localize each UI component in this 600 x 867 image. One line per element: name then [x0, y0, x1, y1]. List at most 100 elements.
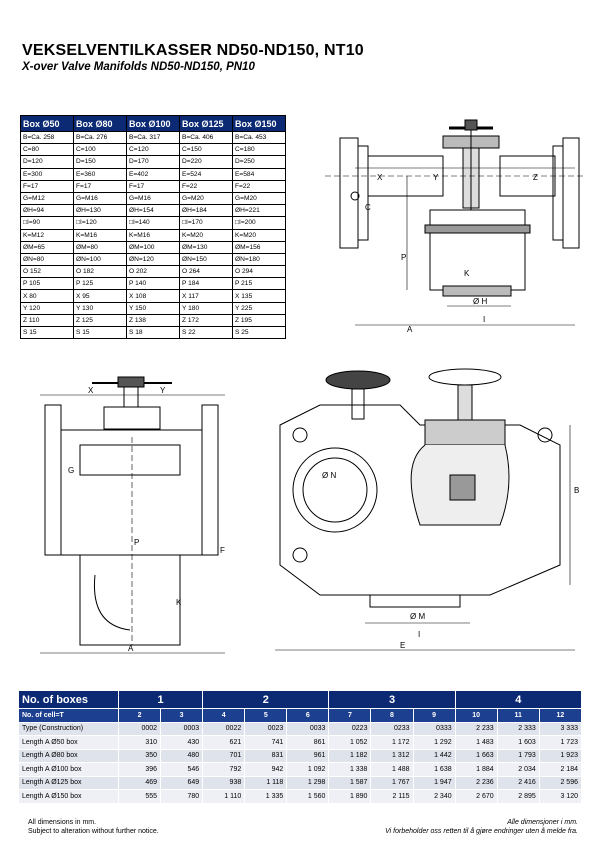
dimension-cell: E=402	[126, 167, 180, 181]
dimension-cell: F=22	[232, 179, 286, 193]
front-view-drawing: X Y G P F K A	[40, 376, 225, 654]
cell-count: 3	[160, 708, 204, 723]
cell-count: 8	[370, 708, 414, 723]
row-value: 2 034	[496, 762, 540, 777]
page-title: VEKSELVENTILKASSER ND50-ND150, NT10	[22, 42, 364, 59]
dimension-cell: Z 110	[20, 313, 74, 328]
dimension-cell: B=Ca. 276	[73, 130, 127, 145]
dimension-cell: ØH=184	[179, 204, 233, 218]
header-box-50: Box Ø50	[20, 115, 74, 132]
dimension-cell: Z 172	[179, 313, 233, 328]
row-value: 1 890	[328, 789, 372, 804]
label-i-section: I	[418, 630, 420, 639]
dimension-cell: D=250	[232, 155, 286, 169]
row-value: 0333	[412, 721, 456, 736]
dimension-cell: O 152	[20, 265, 74, 279]
dimension-cell: S 15	[20, 325, 74, 340]
dimension-cell: ØN=80	[20, 252, 74, 267]
row-value: 1 663	[454, 748, 498, 763]
row-value: 310	[117, 735, 162, 750]
cross-section-drawing: Ø N B Ø M I E	[275, 368, 579, 651]
dimension-cell: P 105	[20, 277, 74, 291]
label-c: C	[365, 203, 371, 212]
row-value: 546	[160, 762, 204, 777]
dimension-cell: ØN=150	[179, 252, 233, 267]
row-value: 350	[117, 748, 162, 763]
dimension-cell: Z 138	[126, 313, 180, 328]
row-value: 1 923	[538, 748, 583, 763]
no-of-boxes-label: No. of boxes	[18, 690, 119, 709]
dimension-cell: G=M16	[73, 191, 127, 206]
dimension-cell: E=524	[179, 167, 233, 181]
row-value: 0033	[286, 721, 330, 736]
cell-count: 6	[286, 708, 330, 723]
cell-count: 11	[496, 708, 540, 723]
row-value: 1 587	[328, 775, 372, 790]
row-value: 701	[202, 748, 246, 763]
row-value: 1 483	[454, 735, 498, 750]
dimension-cell: O 182	[73, 265, 127, 279]
row-value: 1 110	[202, 789, 246, 804]
label-k: K	[464, 269, 470, 278]
dimension-cell: P 140	[126, 277, 180, 291]
label-y-front: Y	[160, 386, 166, 395]
cell-count: 7	[328, 708, 372, 723]
dimension-cell: G=M16	[126, 191, 180, 206]
note-alteration: Subject to alteration without further no…	[28, 828, 159, 835]
row-value: 0223	[328, 721, 372, 736]
cell-count: 12	[538, 708, 583, 723]
row-value: 1 292	[412, 735, 456, 750]
dimension-cell: S 22	[179, 325, 233, 340]
row-value: 1 767	[370, 775, 414, 790]
dimension-cell: K=M16	[73, 228, 127, 242]
dimension-cell: Z 125	[73, 313, 127, 328]
dimension-cell: □I=120	[73, 216, 127, 230]
row-label: Length A Ø125 box	[18, 775, 119, 790]
row-value: 1 298	[286, 775, 330, 790]
row-value: 938	[202, 775, 246, 790]
row-value: 0023	[244, 721, 288, 736]
label-y: Y	[433, 173, 439, 182]
row-value: 831	[244, 748, 288, 763]
header-box-125: Box Ø125	[179, 115, 233, 132]
dimension-cell: C=120	[126, 143, 180, 157]
label-k-front: K	[176, 598, 182, 607]
row-value: 649	[160, 775, 204, 790]
label-i: I	[483, 315, 485, 324]
row-value: 1 947	[412, 775, 456, 790]
box-group-1: 1	[117, 690, 204, 709]
row-value: 396	[117, 762, 162, 777]
row-value: 1 182	[328, 748, 372, 763]
row-value: 2 340	[412, 789, 456, 804]
row-value: 1 092	[286, 762, 330, 777]
dimension-cell: G=M20	[179, 191, 233, 206]
row-label: Length A Ø50 box	[18, 735, 119, 750]
row-value: 469	[117, 775, 162, 790]
row-value: 3 120	[538, 789, 583, 804]
cell-count: 2	[117, 708, 162, 723]
dimension-cell: ØN=120	[126, 252, 180, 267]
dimension-cell: D=170	[126, 155, 180, 169]
cell-count: 5	[244, 708, 288, 723]
dimension-cell: E=300	[20, 167, 74, 181]
row-value: 3 333	[538, 721, 583, 736]
row-value: 430	[160, 735, 204, 750]
row-value: 1 052	[328, 735, 372, 750]
row-value: 2 416	[496, 775, 540, 790]
row-value: 1 442	[412, 748, 456, 763]
dimension-cell: ØM=80	[73, 240, 127, 254]
no-of-cell-label: No. of cell=T	[18, 708, 119, 723]
label-p: P	[401, 253, 406, 262]
cell-count: 10	[454, 708, 498, 723]
row-value: 480	[160, 748, 204, 763]
row-value: 1 884	[454, 762, 498, 777]
